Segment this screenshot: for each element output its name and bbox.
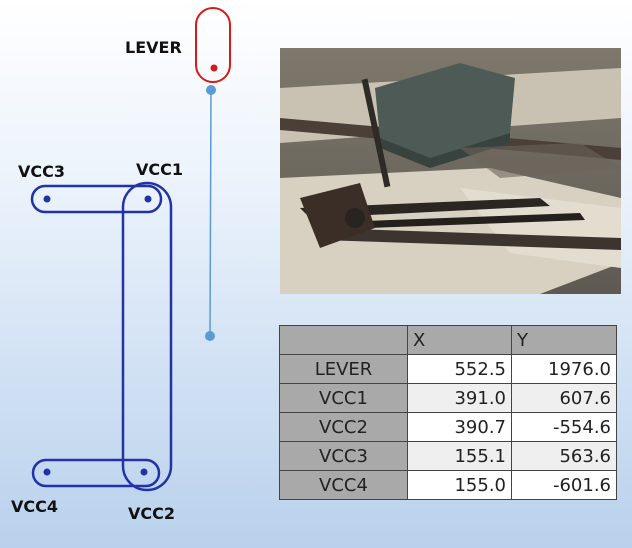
row-y: 607.6	[511, 383, 617, 413]
table-row: VCC4 155.0 -601.6	[279, 470, 617, 500]
table-row: VCC1 391.0 607.6	[279, 383, 617, 413]
vcc2-joint	[140, 468, 148, 476]
link-bottom-node	[205, 331, 215, 341]
vcc4-label: VCC4	[11, 497, 58, 516]
row-name: VCC2	[279, 412, 408, 442]
row-x: 155.1	[407, 441, 512, 471]
table-header-row: X Y	[279, 325, 617, 355]
lever-label: LEVER	[125, 38, 182, 57]
row-y: -601.6	[511, 470, 617, 500]
row-y: 1976.0	[511, 354, 617, 384]
table-row: VCC3 155.1 563.6	[279, 441, 617, 471]
row-x: 390.7	[407, 412, 512, 442]
header-y: Y	[511, 325, 617, 355]
vcc4-joint	[43, 468, 51, 476]
link-line	[209, 89, 212, 337]
row-x: 391.0	[407, 383, 512, 413]
vcc2-label: VCC2	[128, 504, 175, 523]
vcc3-joint	[43, 195, 51, 203]
vcc1-label: VCC1	[136, 160, 183, 179]
lever-pivot-dot	[210, 64, 218, 72]
row-name: VCC3	[279, 441, 408, 471]
link-top-node	[206, 85, 216, 95]
vcc4-vcc2-link	[31, 458, 161, 488]
header-x: X	[407, 325, 512, 355]
row-name: LEVER	[279, 354, 408, 384]
row-name: VCC1	[279, 383, 408, 413]
header-name	[279, 325, 408, 355]
lever-capsule	[195, 7, 231, 83]
vcc3-label: VCC3	[18, 162, 65, 181]
row-y: 563.6	[511, 441, 617, 471]
vcc3-vcc1-link	[30, 184, 163, 214]
row-name: VCC4	[279, 470, 408, 500]
coordinates-table: X Y LEVER 552.5 1976.0 VCC1 391.0 607.6 …	[279, 325, 617, 500]
vcc1-vcc2-link	[121, 181, 173, 492]
row-x: 552.5	[407, 354, 512, 384]
row-y: -554.6	[511, 412, 617, 442]
table-row: LEVER 552.5 1976.0	[279, 354, 617, 384]
vcc1-joint	[144, 195, 152, 203]
point-machine-photo	[280, 48, 621, 294]
table-row: VCC2 390.7 -554.6	[279, 412, 617, 442]
row-x: 155.0	[407, 470, 512, 500]
